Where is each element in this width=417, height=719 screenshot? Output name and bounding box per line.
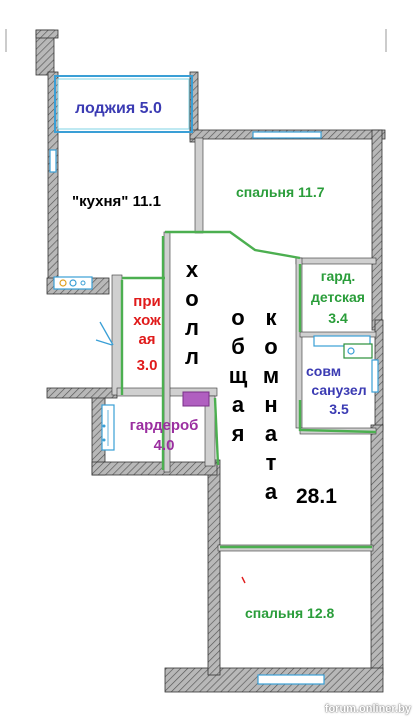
closet-icon [101,391,210,451]
watermark-text: forum.onliner.by [324,703,411,715]
common-room-word2: к о м н а т а [262,305,280,504]
hall-label: х о л л [185,257,199,369]
stove-icon [53,276,93,290]
entry-door-icon [95,321,114,346]
wardrobe-label: гардероб 4.0 [129,417,199,454]
bedroom-label: спальня 11.7 [236,184,325,200]
windows [49,131,379,685]
entry-label: при хож ая 3.0 [133,293,161,374]
kids-wardrobe-label: гард. детская 3.4 [311,268,365,326]
kitchen-label: "кухня" 11.1 [72,193,161,210]
bathroom-label: совм санузел 3.5 [306,363,367,417]
green-partitions [120,230,377,549]
loggia-label: лоджия 5.0 [75,100,162,117]
loggia-glazing [54,75,193,133]
common-room-area: 28.1 [296,485,337,508]
bedroom2-label: спальня 12.8 [245,605,335,621]
door-mark [241,576,246,584]
bathroom-fixtures-icon [313,335,373,359]
common-room-word1: о б щ а я [228,305,248,446]
